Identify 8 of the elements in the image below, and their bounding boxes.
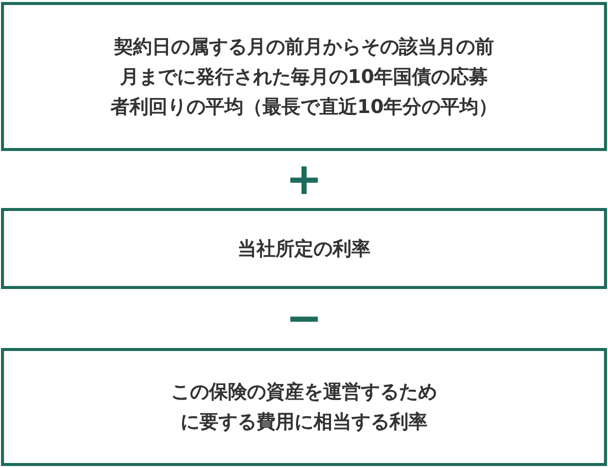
text-box (1, 2, 607, 151)
box-text: 当社所定の利率 (238, 236, 370, 262)
minus-sign: − (284, 297, 324, 341)
text-box (1, 348, 607, 466)
box-text: 契約日の属する月の前月からその該当月の前月までに発行された毎月の10年国債の応募者利回りの平均（最長で直近10年分の平均） (109, 34, 499, 120)
plus-sign: + (284, 158, 324, 202)
text-box (1, 208, 607, 289)
box-text: この保険の資産を運営するために要する費用に相当する利率 (170, 380, 438, 435)
